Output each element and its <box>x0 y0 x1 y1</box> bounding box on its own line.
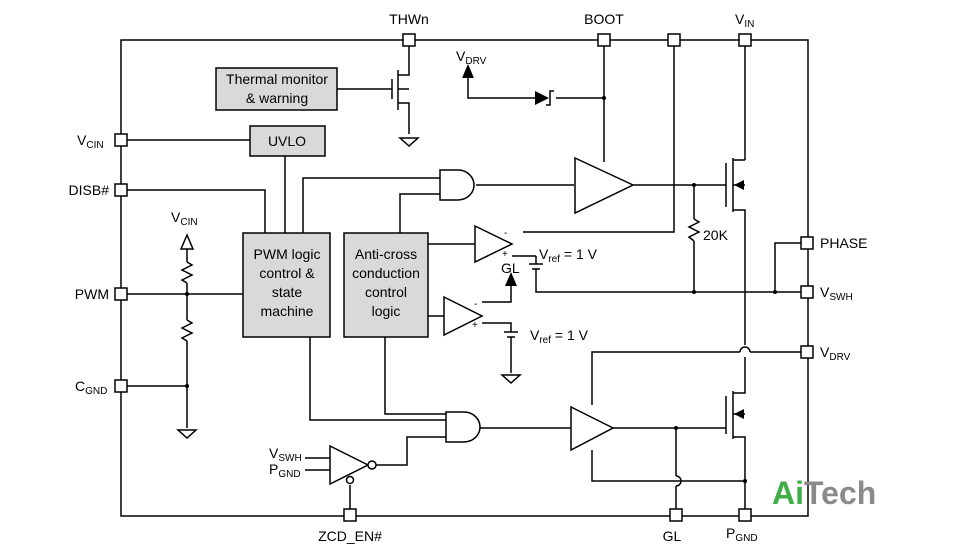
inverter-enable-bubble <box>345 475 355 485</box>
pin-pwm <box>114 287 128 301</box>
pin-pgnd <box>738 508 752 522</box>
label-disb: DISB# <box>69 182 110 198</box>
label-gl-inner: GL <box>501 260 520 276</box>
label-vdrv: VDRV <box>820 344 851 363</box>
low-side-driver <box>570 405 615 452</box>
vdrv-arrow-icon <box>462 64 474 78</box>
pin-zcd <box>343 508 357 522</box>
high-side-driver <box>574 156 635 215</box>
label-vcin-inner: VCIN <box>171 209 198 228</box>
thermal-label-2: & warning <box>246 90 308 106</box>
label-vswh: VSWH <box>820 284 853 303</box>
label-gl: GL <box>663 528 682 544</box>
pwm-logic-block <box>242 232 331 338</box>
anti-cross-label-1: Anti-cross <box>355 246 417 262</box>
label-pgnd: PGND <box>726 525 758 544</box>
label-vswh-input: VSWH <box>269 445 302 464</box>
ground-icon <box>500 374 522 385</box>
label-vdrv-top: VDRV <box>456 48 487 67</box>
comp-plus-lower: + <box>472 320 478 331</box>
pin-disb <box>114 183 128 197</box>
pin-ugate <box>667 33 681 47</box>
comp-minus-lower: - <box>474 299 477 310</box>
label-phase: PHASE <box>820 235 867 251</box>
pin-vcin <box>114 133 128 147</box>
vref-source-icon <box>504 331 518 342</box>
pin-vswh <box>800 285 814 299</box>
chip-outline <box>120 39 809 517</box>
comparator-lower <box>443 295 484 337</box>
uvlo-block <box>249 125 326 157</box>
inverter-bubble <box>367 460 377 470</box>
label-zcd: ZCD_EN# <box>318 528 382 544</box>
and-gate-high <box>439 169 475 201</box>
pwm-logic-label-1: PWM logic <box>254 246 321 262</box>
comparator-upper <box>474 224 514 264</box>
label-vref-upper: Vref = 1 V <box>539 246 598 265</box>
pin-gl <box>669 508 683 522</box>
wires <box>127 46 801 509</box>
thermal-label-1: Thermal monitor <box>226 71 328 87</box>
comp-minus-upper: - <box>504 228 507 239</box>
gl-arrow-icon <box>505 272 517 286</box>
pin-thwn <box>402 33 416 47</box>
ground-icon <box>398 137 420 148</box>
ground-symbols <box>176 137 522 440</box>
pin-boot <box>597 33 611 47</box>
pwm-logic-label-4: machine <box>261 303 314 319</box>
vref-source-icon <box>529 256 543 270</box>
pins <box>114 33 814 522</box>
comp-plus-upper: + <box>502 249 508 260</box>
label-boot: BOOT <box>584 11 624 27</box>
label-vcin: VCIN <box>77 132 104 151</box>
label-resistor-20k: 20K <box>703 227 729 243</box>
label-pwm: PWM <box>75 286 109 302</box>
thermal-monitor-block <box>215 67 338 111</box>
uvlo-label: UVLO <box>268 133 306 149</box>
pin-vin <box>738 33 752 47</box>
pwm-logic-label-3: state <box>272 284 303 300</box>
pin-phase <box>800 236 814 250</box>
label-cgnd: CGND <box>75 378 107 397</box>
and-gate-low <box>445 411 481 443</box>
label-thwn: THWn <box>389 11 429 27</box>
pwm-logic-label-2: control & <box>259 265 315 281</box>
anti-cross-block <box>343 232 429 338</box>
vcin-arrow-icon <box>179 233 195 250</box>
label-vin: VIN <box>735 11 754 30</box>
aitech-logo: AiTech <box>772 475 876 511</box>
inverter <box>329 444 370 486</box>
ground-icon <box>176 429 198 440</box>
pin-vdrv <box>800 345 814 359</box>
label-vref-lower: Vref = 1 V <box>530 327 589 346</box>
label-pgnd-input: PGND <box>269 461 301 480</box>
logo-text: AiTech <box>772 475 876 511</box>
anti-cross-label-4: logic <box>372 303 401 319</box>
pin-cgnd <box>114 379 128 393</box>
bootstrap-diode-icon <box>535 90 554 106</box>
anti-cross-label-2: conduction <box>352 265 420 281</box>
anti-cross-label-3: control <box>365 284 407 300</box>
